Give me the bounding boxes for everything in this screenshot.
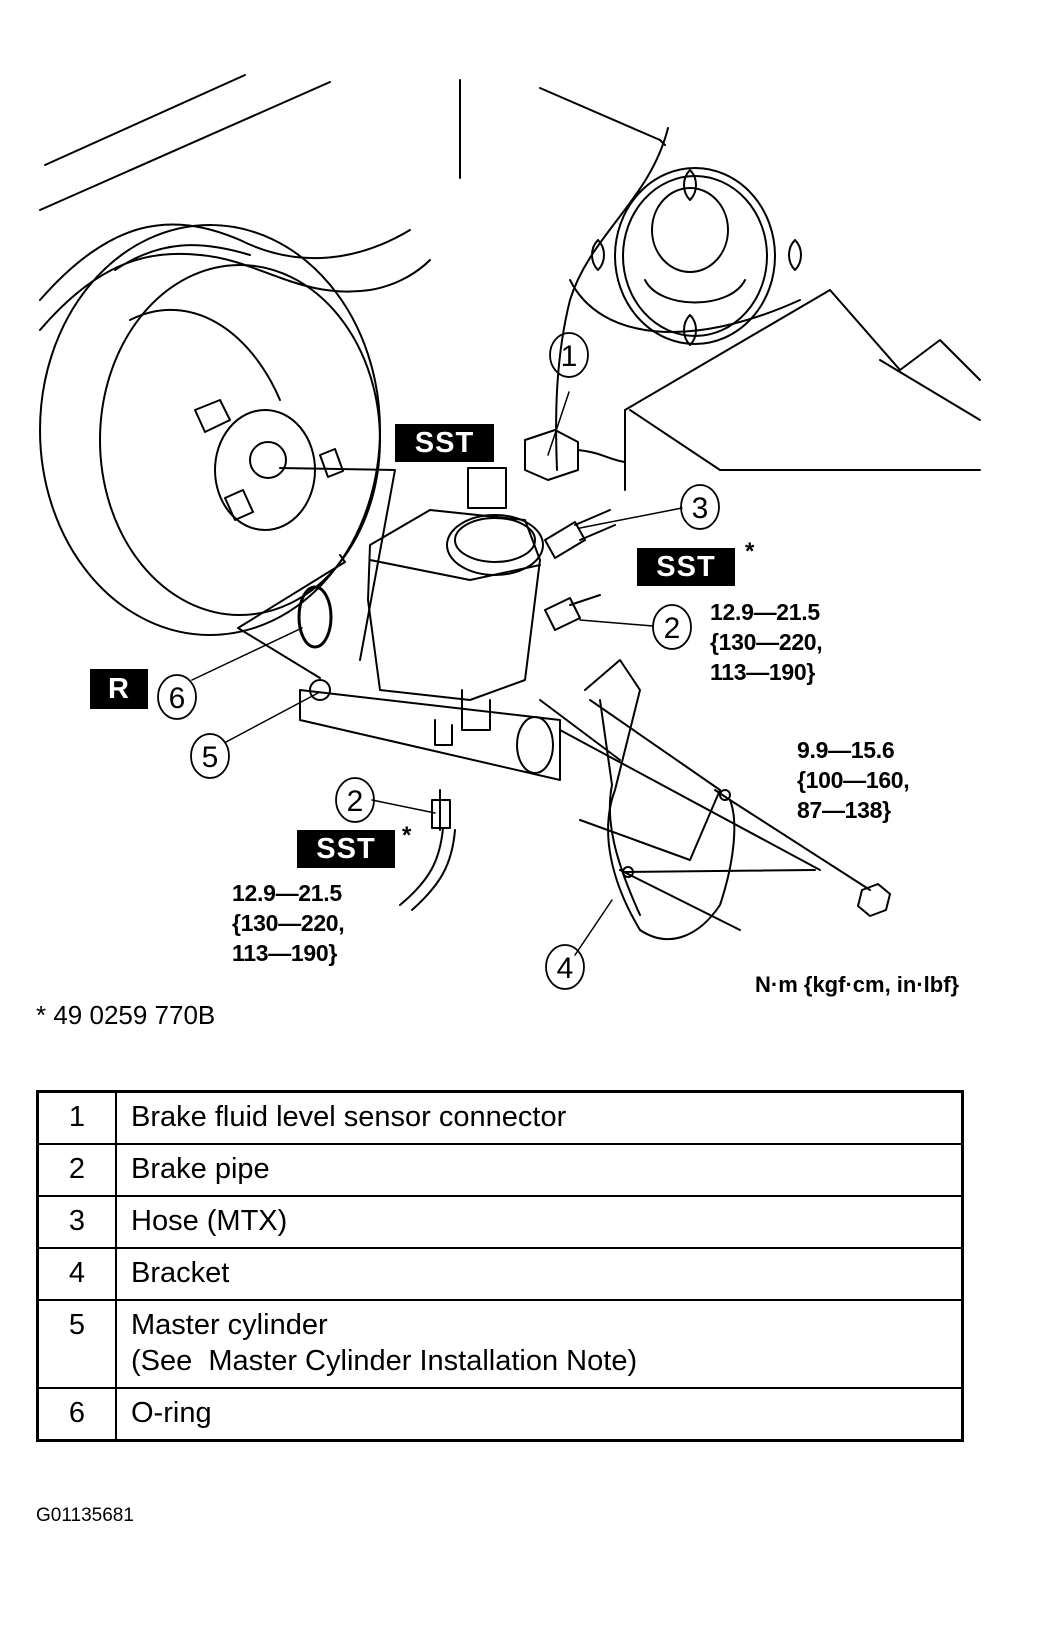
torque-spec-bracket-nut: 9.9—15.6 {100—160, 87—138} — [797, 735, 910, 825]
legend-description-line: (See Master Cylinder Installation Note) — [131, 1345, 638, 1377]
legend-item-description: Hose (MTX) — [115, 1195, 964, 1249]
special-tool-marker: * — [402, 822, 412, 849]
sst-badge-right: SST — [637, 548, 735, 586]
svg-text:1: 1 — [561, 340, 578, 373]
svg-text:3: 3 — [692, 492, 709, 525]
callout-5: 5 — [190, 733, 230, 779]
leader-lines — [191, 391, 683, 956]
svg-text:2: 2 — [664, 612, 681, 645]
torque-nm: 12.9—21.5 — [232, 880, 342, 906]
legend-item-number: 3 — [36, 1195, 117, 1249]
hose-fitting — [544, 509, 616, 559]
torque-kgf-cm: {130—220, — [710, 629, 823, 655]
callouts: 1 3 2 6 5 2 4 — [157, 332, 720, 990]
replace-badge: R — [90, 669, 148, 709]
legend-description-line: Brake pipe — [131, 1153, 270, 1185]
sst-part-number-note: * 49 0259 770B — [36, 1000, 216, 1030]
sst-badge-upper: SST — [395, 424, 494, 462]
sst-badge-lower: SST — [297, 830, 395, 868]
sensor-connector — [524, 429, 626, 481]
svg-text:4: 4 — [557, 952, 574, 985]
legend-item-description: Brake fluid level sensor connector — [115, 1090, 964, 1145]
legend-item-number: 6 — [36, 1387, 117, 1442]
legend-row: 5 Master cylinder (See Master Cylinder Ins… — [36, 1299, 964, 1389]
legend-item-description: Bracket — [115, 1247, 964, 1301]
torque-in-lbf: 113—190} — [232, 940, 338, 966]
legend-row: 2 Brake pipe — [36, 1143, 964, 1197]
legend-item-number: 4 — [36, 1247, 117, 1301]
master-cylinder — [299, 467, 721, 861]
legend-row: 1 Brake fluid level sensor connector — [36, 1090, 964, 1145]
legend-description-line: Master cylinder — [131, 1309, 328, 1341]
torque-in-lbf: 113—190} — [710, 659, 816, 685]
legend-item-description: Brake pipe — [115, 1143, 964, 1197]
legend-row: 6 O-ring — [36, 1387, 964, 1442]
callout-2-upper: 2 — [652, 604, 692, 650]
legend-description-line: O-ring — [131, 1397, 212, 1429]
body-panel-lines — [39, 74, 669, 471]
brake-pipe-lower — [399, 789, 456, 911]
legend-item-description: Master cylinder (See Master Cylinder Inst… — [115, 1299, 964, 1389]
callout-1: 1 — [549, 332, 589, 378]
torque-units: N·m {kgf·cm, in·lbf} — [755, 972, 960, 997]
strut-mount — [569, 167, 802, 346]
legend-row: 4 Bracket — [36, 1247, 964, 1301]
legend-item-description: O-ring — [115, 1387, 964, 1442]
svg-text:6: 6 — [169, 682, 186, 715]
torque-nm: 9.9—15.6 — [797, 737, 895, 763]
svg-text:5: 5 — [202, 741, 219, 774]
callout-6: 6 — [157, 674, 197, 720]
o-ring — [297, 585, 333, 649]
torque-in-lbf: 87—138} — [797, 797, 891, 823]
figure-id: G01135681 — [36, 1505, 134, 1526]
torque-kgf-cm: {100—160, — [797, 767, 910, 793]
battery-tray — [624, 289, 981, 491]
callout-2-lower: 2 — [335, 777, 375, 823]
legend-item-number: 2 — [36, 1143, 117, 1197]
legend-item-number: 5 — [36, 1299, 117, 1389]
torque-nm: 12.9—21.5 — [710, 599, 820, 625]
torque-spec-brake-pipe-upper: 12.9—21.5 {130—220, 113—190} — [710, 597, 823, 687]
legend-item-number: 1 — [36, 1090, 117, 1145]
legend-description-line: Bracket — [131, 1257, 230, 1289]
brake-pipe-upper-fitting — [544, 594, 601, 631]
torque-kgf-cm: {130—220, — [232, 910, 345, 936]
brake-booster — [39, 224, 381, 636]
legend-description-line: Brake fluid level sensor connector — [131, 1101, 567, 1133]
legend-row: 3 Hose (MTX) — [36, 1195, 964, 1249]
callout-4: 4 — [545, 944, 585, 990]
torque-spec-brake-pipe-lower: 12.9—21.5 {130—220, 113—190} — [232, 878, 345, 968]
callout-3: 3 — [680, 484, 720, 530]
parts-legend-table: 1 Brake fluid level sensor connector 2 Brak… — [36, 1090, 964, 1442]
legend-description-line: Hose (MTX) — [131, 1205, 288, 1237]
bracket-bolt-lines — [539, 699, 871, 891]
mounting-plane — [237, 467, 396, 679]
bracket-nut — [857, 883, 891, 917]
svg-text:2: 2 — [347, 785, 364, 818]
master-cylinder-diagram: 1 3 2 6 5 2 4 — [39, 74, 981, 990]
special-tool-marker: * — [745, 538, 755, 565]
